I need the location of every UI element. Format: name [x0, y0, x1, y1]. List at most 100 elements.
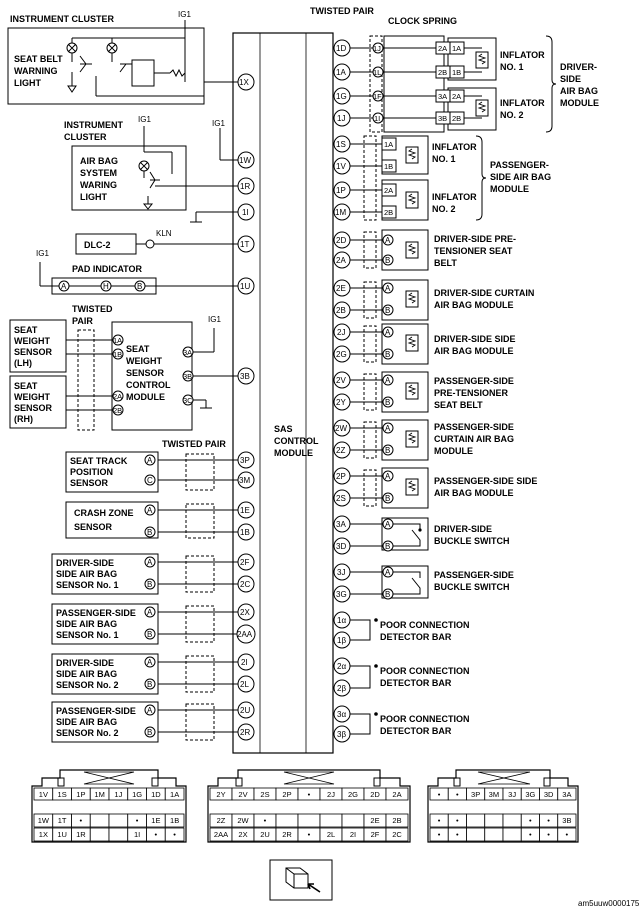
pin: 2U	[240, 706, 250, 715]
svg-text:AIR BAG: AIR BAG	[80, 156, 118, 166]
svg-text:B: B	[147, 580, 152, 589]
svg-text:POOR CONNECTION: POOR CONNECTION	[380, 714, 470, 724]
connector-pin-label: 3B	[562, 816, 571, 825]
svg-text:INFLATOR: INFLATOR	[432, 192, 477, 202]
svg-text:POOR CONNECTION: POOR CONNECTION	[380, 666, 470, 676]
connector-pin-label: 2W	[237, 816, 249, 825]
module-label-1: SAS	[274, 424, 293, 434]
connector-pin-label: •	[456, 830, 459, 839]
pin: 1W	[239, 156, 251, 165]
side-airbag-squib-icon	[405, 334, 419, 352]
connector-pin-label: 2U	[260, 830, 270, 839]
pin: 2J	[337, 328, 345, 337]
svg-text:NO. 2: NO. 2	[432, 204, 456, 214]
buckle-switch-section: A B DRIVER-SIDE BUCKLE SWITCH A B PASSEN…	[346, 517, 514, 600]
sas-control-module: SAS CONTROL MODULE	[232, 32, 334, 754]
connector-pin-label: 1E	[151, 816, 160, 825]
svg-text:SENSOR No. 1: SENSOR No. 1	[56, 630, 119, 640]
connector-cell	[557, 787, 577, 801]
connector-pin-label: 2F	[371, 830, 380, 839]
svg-text:DETECTOR BAR: DETECTOR BAR	[380, 678, 452, 688]
ig1-label: IG1	[178, 10, 191, 19]
pin: 1V	[336, 162, 346, 171]
pin: 3J	[337, 568, 345, 577]
svg-text:DRIVER-SIDE SIDE: DRIVER-SIDE SIDE	[434, 334, 516, 344]
svg-text:3B: 3B	[438, 114, 447, 123]
svg-text:PAIR: PAIR	[72, 316, 93, 326]
svg-text:POSITION: POSITION	[70, 467, 113, 477]
svg-text:B: B	[385, 306, 390, 315]
connector-pin-label: 3A	[562, 790, 571, 799]
svg-text:1B: 1B	[113, 350, 122, 359]
svg-text:BUCKLE SWITCH: BUCKLE SWITCH	[434, 536, 510, 546]
svg-text:A: A	[147, 456, 153, 465]
svg-text:(RH): (RH)	[14, 414, 33, 424]
connector-pin-label: 1V	[39, 790, 48, 799]
svg-text:IG1: IG1	[208, 315, 221, 324]
pin: 2P	[336, 472, 346, 481]
pin: 2D	[336, 236, 346, 245]
pin: 2W	[335, 424, 347, 433]
svg-text:A: A	[147, 608, 153, 617]
pin: 1S	[336, 140, 346, 149]
pin: 2L	[240, 680, 249, 689]
svg-text:C: C	[147, 476, 153, 485]
svg-text:PASSENGER-SIDE: PASSENGER-SIDE	[434, 570, 514, 580]
left-sensors-section: TWISTED PAIR SEAT TRACK POSITION SENSOR …	[51, 439, 240, 743]
inflator-squib-icon	[475, 99, 489, 117]
svg-text:DRIVER-SIDE: DRIVER-SIDE	[434, 524, 492, 534]
svg-text:B: B	[137, 282, 142, 291]
pin: 2Y	[336, 398, 346, 407]
svg-text:2B: 2B	[113, 406, 122, 415]
module-label-3: MODULE	[274, 448, 313, 458]
seat-weight-sensor-section: TWISTED PAIR IG1 SEAT WEIGHT SENSOR (LH)…	[9, 304, 240, 431]
svg-text:3A: 3A	[183, 348, 192, 357]
svg-text:INFLATOR: INFLATOR	[432, 142, 477, 152]
connector-pin-label: 2B	[392, 816, 401, 825]
instrument-cluster-label: INSTRUMENT CLUSTER	[10, 14, 114, 24]
dlc-section: DLC-2 KLN	[75, 229, 240, 255]
connector-cell	[341, 813, 365, 828]
svg-text:2B: 2B	[452, 114, 461, 123]
svg-text:SIDE AIR BAG: SIDE AIR BAG	[56, 569, 117, 579]
connector-pin-label: 3M	[489, 790, 499, 799]
curtain-squib-icon	[405, 290, 419, 308]
svg-text:NO. 1: NO. 1	[500, 62, 524, 72]
connector-cell	[164, 787, 185, 801]
warning-bulb-icon	[106, 42, 118, 54]
pin: 2α	[337, 662, 346, 671]
svg-text:1A: 1A	[452, 44, 461, 53]
svg-text:B: B	[385, 398, 390, 407]
connector-pin-label: •	[529, 816, 532, 825]
connector-pin-label: 2C	[392, 830, 402, 839]
svg-text:SENSOR: SENSOR	[14, 347, 53, 357]
svg-text:SEAT: SEAT	[14, 381, 38, 391]
svg-text:1A: 1A	[384, 140, 393, 149]
svg-text:3A: 3A	[438, 92, 447, 101]
connector-pin-label: •	[529, 830, 532, 839]
svg-text:MODULE: MODULE	[560, 98, 599, 108]
pin: 1β	[337, 636, 346, 645]
connector-pin-label: 3P	[471, 790, 480, 799]
connector-cell	[385, 787, 409, 801]
connector-pin-label: 2G	[348, 790, 358, 799]
pin: 2F	[240, 558, 249, 567]
svg-text:SIDE AIR BAG: SIDE AIR BAG	[56, 717, 117, 727]
svg-text:1B: 1B	[384, 162, 393, 171]
passenger-airbag-section: 1A 1B 2A 2B INFLATOR NO. 1 INFLATOR NO. …	[346, 135, 551, 221]
svg-text:SENSOR No. 1: SENSOR No. 1	[56, 580, 119, 590]
ds-curtain-section: A B DRIVER-SIDE CURTAIN AIR BAG MODULE	[346, 279, 534, 321]
pin: 1T	[240, 240, 249, 249]
poor-connection-section: POOR CONNECTION DETECTOR BAR POOR CONNEC…	[346, 618, 470, 736]
svg-text:SIDE AIR BAG: SIDE AIR BAG	[56, 669, 117, 679]
connector-pin-label: •	[308, 790, 311, 799]
svg-text:B: B	[385, 494, 390, 503]
pad-indicator-label: PAD INDICATOR	[72, 264, 143, 274]
svg-text:WEIGHT: WEIGHT	[14, 336, 50, 346]
svg-text:A: A	[385, 328, 391, 337]
module-label-2: CONTROL	[274, 436, 319, 446]
svg-text:CRASH ZONE: CRASH ZONE	[74, 508, 134, 518]
connector-pin-label: 2I	[350, 830, 356, 839]
svg-text:B: B	[147, 630, 152, 639]
